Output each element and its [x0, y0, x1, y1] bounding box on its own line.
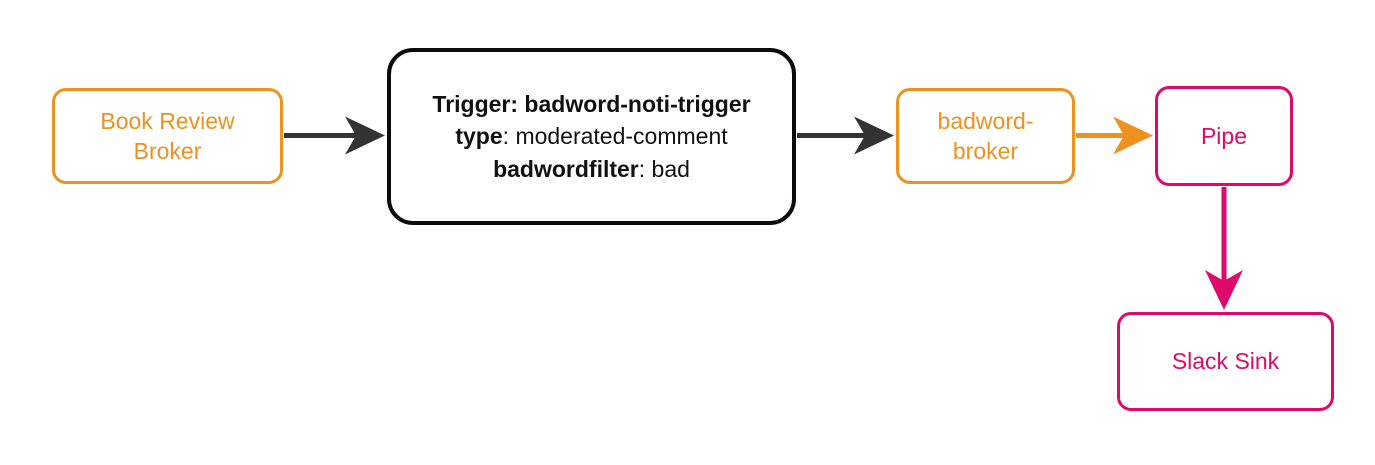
node-trigger-line-3: badwordfilter: bad [493, 153, 690, 186]
node-slack-sink[interactable]: Slack Sink [1117, 312, 1334, 411]
node-book-review-broker-line2: Broker [133, 138, 202, 164]
node-trigger-line3-key: badwordfilter [493, 155, 639, 182]
node-trigger-line2-separator: : [502, 123, 516, 150]
node-trigger-line-2: type: moderated-comment [455, 120, 727, 153]
node-trigger-line-1: Trigger: badword-noti-trigger [432, 88, 750, 121]
node-badword-broker[interactable]: badword- broker [896, 88, 1075, 184]
node-trigger-line1-text: Trigger: badword-noti-trigger [432, 90, 751, 117]
node-book-review-broker-label: Book Review Broker [100, 106, 234, 167]
node-book-review-broker[interactable]: Book Review Broker [52, 88, 283, 184]
node-trigger[interactable]: Trigger: badword-noti-trigger type: mode… [387, 48, 796, 225]
node-trigger-line2-key: type [455, 123, 503, 150]
node-trigger-line3-value: bad [651, 155, 690, 182]
node-pipe-label: Pipe [1200, 122, 1248, 149]
node-badword-broker-label: badword- broker [938, 106, 1034, 167]
node-book-review-broker-line1: Book Review [100, 107, 235, 134]
node-badword-broker-line1: badword- [937, 107, 1034, 134]
node-badword-broker-line2: broker [952, 138, 1019, 164]
node-trigger-line3-separator: : [638, 155, 652, 182]
node-trigger-line2-value: moderated-comment [515, 123, 728, 150]
node-slack-sink-label: Slack Sink [1171, 348, 1280, 375]
node-pipe[interactable]: Pipe [1155, 86, 1293, 186]
